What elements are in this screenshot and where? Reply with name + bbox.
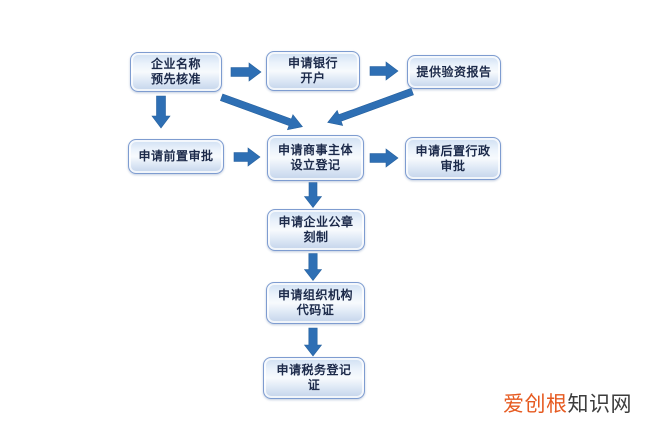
node-label-line: 开户 xyxy=(300,71,326,85)
node-label-line: 预先核准 xyxy=(150,72,201,86)
node-label-line: 审批 xyxy=(440,158,466,173)
arrow-right-icon xyxy=(233,147,261,167)
watermark-site-name-highlight: 爱创根 xyxy=(503,393,568,416)
node-business-entity-registration: 申请商事主体 设立登记 xyxy=(267,135,364,181)
arrow-down-icon xyxy=(303,182,323,208)
node-bank-account-opening: 申请银行 开户 xyxy=(266,51,360,91)
node-label-line: 提供验资报告 xyxy=(416,64,492,79)
arrow-right-icon xyxy=(369,61,399,81)
node-label-line: 申请后置行政 xyxy=(415,143,491,158)
watermark: 爱创根知识网 xyxy=(503,393,632,417)
node-company-seal-engraving: 申请企业公章 刻制 xyxy=(267,209,365,251)
node-organization-code-certificate: 申请组织机构 代码证 xyxy=(266,282,365,324)
node-label-line: 企业名称 xyxy=(150,57,201,71)
node-post-administrative-approval: 申请后置行政 审批 xyxy=(405,137,501,180)
node-label-line: 设立登记 xyxy=(290,158,341,172)
node-label-line: 申请企业公章 xyxy=(278,215,354,229)
node-label-line: 申请组织机构 xyxy=(277,288,353,302)
watermark-site-name-rest: 知识网 xyxy=(567,393,632,416)
arrow-diagonal-down-right-icon xyxy=(220,93,303,131)
node-label-line: 申请前置审批 xyxy=(138,149,214,163)
arrow-right-icon xyxy=(369,148,399,168)
node-pre-approval: 申请前置审批 xyxy=(128,139,224,174)
node-label-line: 申请税务登记 xyxy=(276,363,352,377)
node-label-line: 证 xyxy=(307,378,321,392)
node-label-line: 申请银行 xyxy=(287,56,338,70)
arrow-down-icon xyxy=(303,327,323,357)
node-label-line: 申请商事主体 xyxy=(277,143,353,157)
arrow-down-icon xyxy=(151,95,171,129)
node-enterprise-name-preapproval: 企业名称 预先核准 xyxy=(130,52,222,92)
node-label-line: 刻制 xyxy=(303,230,329,244)
node-label-line: 代码证 xyxy=(296,303,335,317)
node-tax-registration-certificate: 申请税务登记 证 xyxy=(263,357,365,399)
arrow-right-icon xyxy=(230,62,262,82)
node-capital-verification-report: 提供验资报告 xyxy=(407,55,501,89)
arrow-down-icon xyxy=(303,253,323,281)
